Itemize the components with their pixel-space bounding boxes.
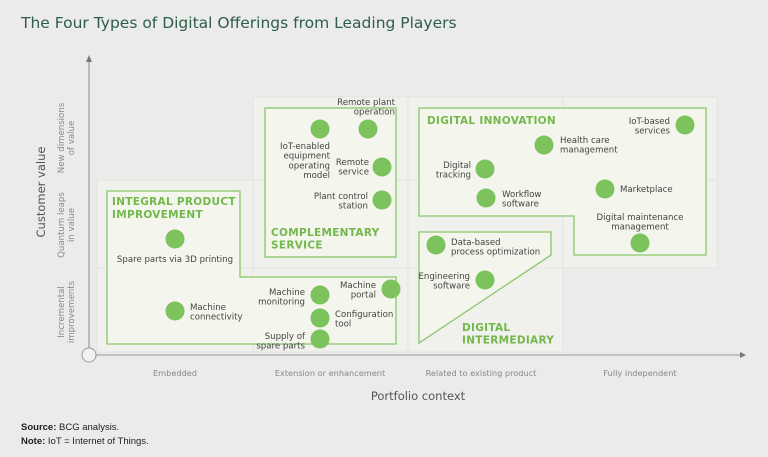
x-level-independent: Fully independent <box>603 368 677 378</box>
digital-innovation-area <box>418 107 707 256</box>
y-level-incremental: Incrementalimprovements <box>57 280 77 343</box>
axes <box>81 55 746 363</box>
source-note: Source: BCG analysis. <box>21 422 119 433</box>
dot-workflow-software <box>476 188 496 208</box>
label-spare-parts-3d: Spare parts via 3D printing <box>117 255 233 265</box>
x-axis-label: Portfolio context <box>371 389 466 403</box>
dot-marketplace <box>595 179 615 199</box>
dot-remote-plant-operation <box>358 119 378 139</box>
x-level-related: Related to existing product <box>426 368 538 378</box>
dot-supply-spare-parts <box>310 329 330 349</box>
dot-plant-control-station <box>372 190 392 210</box>
offering-dots <box>165 115 695 349</box>
y-level-quantum-leaps: Quantum leapsin value <box>57 192 77 258</box>
origin-circle <box>81 347 97 363</box>
dot-engineering-software <box>475 270 495 290</box>
y-axis-arrow-icon <box>86 55 92 62</box>
iot-note: Note: IoT = Internet of Things. <box>21 436 149 447</box>
dot-health-care <box>534 135 554 155</box>
label-marketplace: Marketplace <box>620 185 673 195</box>
y-axis-label: Customer value <box>34 147 48 238</box>
chart-title: The Four Types of Digital Offerings from… <box>20 14 457 32</box>
dot-digital-maintenance <box>630 233 650 253</box>
dot-digital-tracking <box>475 159 495 179</box>
category-innovation: DIGITAL INNOVATION <box>427 115 556 127</box>
x-axis-arrow-icon <box>740 352 746 358</box>
dot-configuration-tool <box>310 308 330 328</box>
dot-machine-connectivity <box>165 301 185 321</box>
dot-iot-based-services <box>675 115 695 135</box>
dot-machine-portal <box>381 279 401 299</box>
dot-spare-parts-3d <box>165 229 185 249</box>
dot-remote-service <box>372 157 392 177</box>
x-level-embedded: Embedded <box>153 368 197 378</box>
dot-data-process <box>426 235 446 255</box>
dot-machine-monitoring <box>310 285 330 305</box>
x-level-extension: Extension or enhancement <box>275 368 386 378</box>
y-level-new-dimensions: New dimensionsof value <box>57 102 77 173</box>
dot-iot-enabled-equipment <box>310 119 330 139</box>
